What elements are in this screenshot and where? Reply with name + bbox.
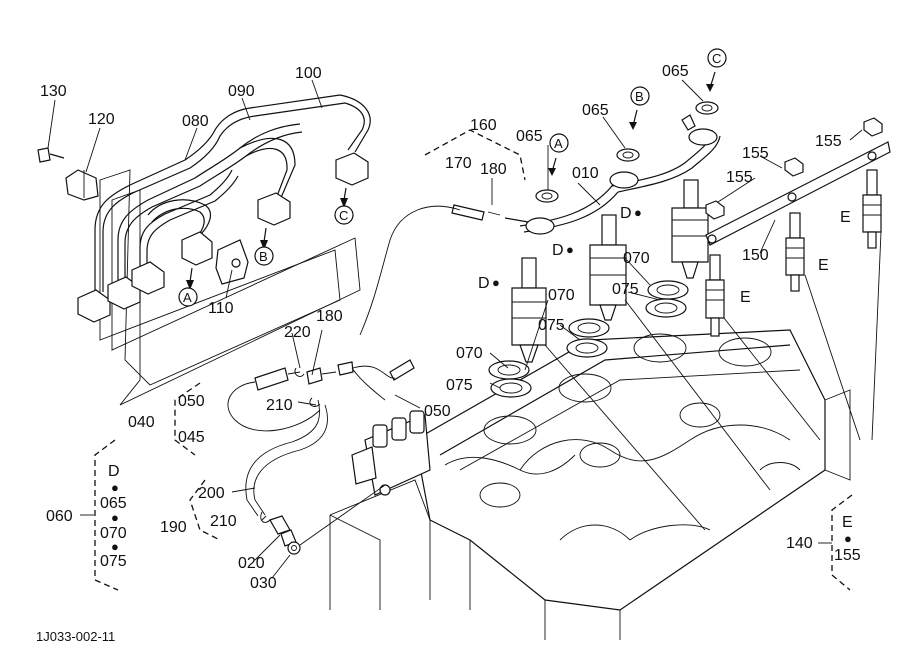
- ref-circle-c-left: [334, 205, 354, 225]
- label-200: 200: [198, 485, 225, 502]
- injection-pump: [351, 410, 431, 496]
- label-070-c: 070: [623, 250, 650, 267]
- label-065-c: 065: [662, 63, 689, 80]
- label-120: 120: [88, 111, 115, 128]
- label-180-top: 180: [480, 161, 507, 178]
- label-210-bottom: 210: [210, 513, 237, 530]
- ref-a-right: A: [554, 136, 563, 151]
- svg-text:●: ●: [111, 480, 119, 495]
- group-brackets: [94, 129, 853, 591]
- fuel-hoses: [227, 359, 415, 555]
- svg-text:●: ●: [111, 510, 119, 525]
- ref-b-left: B: [259, 249, 268, 264]
- kit-060-item: 070: [100, 525, 127, 542]
- nozzle-3: [671, 179, 709, 279]
- label-190: 190: [160, 519, 187, 536]
- label-080: 080: [182, 113, 209, 130]
- label-050-left: 050: [178, 393, 205, 410]
- glow-plug-lead: [705, 141, 891, 246]
- nozzle-2: [589, 214, 627, 321]
- label-045: 045: [178, 429, 205, 446]
- label-060: 060: [46, 508, 73, 525]
- kit-060-item: 075: [100, 553, 127, 570]
- label-050-right: 050: [424, 403, 451, 420]
- injection-pipes: [77, 94, 371, 406]
- label-220: 220: [284, 324, 311, 341]
- nozzle-1: [511, 257, 547, 363]
- label-140: 140: [786, 535, 813, 552]
- label-155-a: 155: [726, 169, 753, 186]
- glow-plug-nuts: [705, 117, 883, 220]
- label-065-a: 065: [516, 128, 543, 145]
- label-075-a: 075: [446, 377, 473, 394]
- label-160: 160: [470, 117, 497, 134]
- label-070-b: 070: [548, 287, 575, 304]
- label-075-c: 075: [612, 281, 639, 298]
- glow-plug-3: [862, 169, 882, 249]
- label-e-1: E: [740, 289, 751, 306]
- label-e-2: E: [818, 257, 829, 274]
- ref-c-left: C: [339, 208, 348, 223]
- label-030: 030: [250, 575, 277, 592]
- diagram-code: 1J033-002-11: [36, 629, 115, 644]
- label-d-2: D: [552, 242, 564, 259]
- label-210-top: 210: [266, 397, 293, 414]
- label-010: 010: [572, 165, 599, 182]
- label-150: 150: [742, 247, 769, 264]
- pipe-clamp: [215, 239, 249, 285]
- glow-plugs: [705, 169, 882, 337]
- banjo-washers: [535, 101, 719, 203]
- ref-c-right: C: [712, 51, 721, 66]
- ref-circle-c-right: [707, 48, 727, 68]
- nozzle-gaskets: [488, 280, 689, 398]
- glow-plug-1: [705, 254, 725, 337]
- ref-a-left: A: [183, 290, 192, 305]
- ref-circle-a-left: [178, 287, 198, 307]
- svg-text:●: ●: [111, 539, 119, 554]
- clamp-bracket: [65, 169, 99, 201]
- label-155-c: 155: [815, 133, 842, 150]
- label-155-b: 155: [742, 145, 769, 162]
- ref-circle-a-right: [549, 133, 569, 153]
- kit-060-item: 065: [100, 495, 127, 512]
- part-labels: 130 120 080 090 100 110 160 170 180 065 …: [36, 51, 861, 644]
- kit-140-item: 155: [834, 547, 861, 564]
- svg-text:●: ●: [566, 242, 574, 257]
- injection-nozzles: [511, 179, 709, 363]
- reference-callouts: [178, 48, 727, 307]
- ref-circle-b-right: [630, 86, 650, 106]
- label-e-3: E: [840, 209, 851, 226]
- label-130: 130: [40, 83, 67, 100]
- svg-text:●: ●: [844, 531, 852, 546]
- svg-text:●: ●: [492, 275, 500, 290]
- label-020: 020: [238, 555, 265, 572]
- label-110: 110: [208, 300, 234, 317]
- leader-lines: [47, 79, 882, 579]
- label-040: 040: [128, 414, 155, 431]
- label-070-a: 070: [456, 345, 483, 362]
- kit-140-ref: E: [842, 514, 853, 531]
- label-170: 170: [445, 155, 472, 172]
- bolt: [37, 147, 65, 163]
- kit-060-ref: D: [108, 463, 120, 480]
- cylinder-head: [329, 329, 851, 640]
- ref-circle-b-left: [254, 246, 274, 266]
- label-090: 090: [228, 83, 255, 100]
- ref-b-right: B: [635, 89, 644, 104]
- overflow-pipe-assembly: [359, 114, 721, 336]
- svg-text:●: ●: [634, 205, 642, 220]
- glow-plug-2: [785, 212, 805, 292]
- label-075-b: 075: [538, 317, 565, 334]
- label-100: 100: [295, 65, 322, 82]
- label-180-bottom: 180: [316, 308, 343, 325]
- label-d-3: D: [620, 205, 632, 222]
- label-d-1: D: [478, 275, 490, 292]
- label-065-b: 065: [582, 102, 609, 119]
